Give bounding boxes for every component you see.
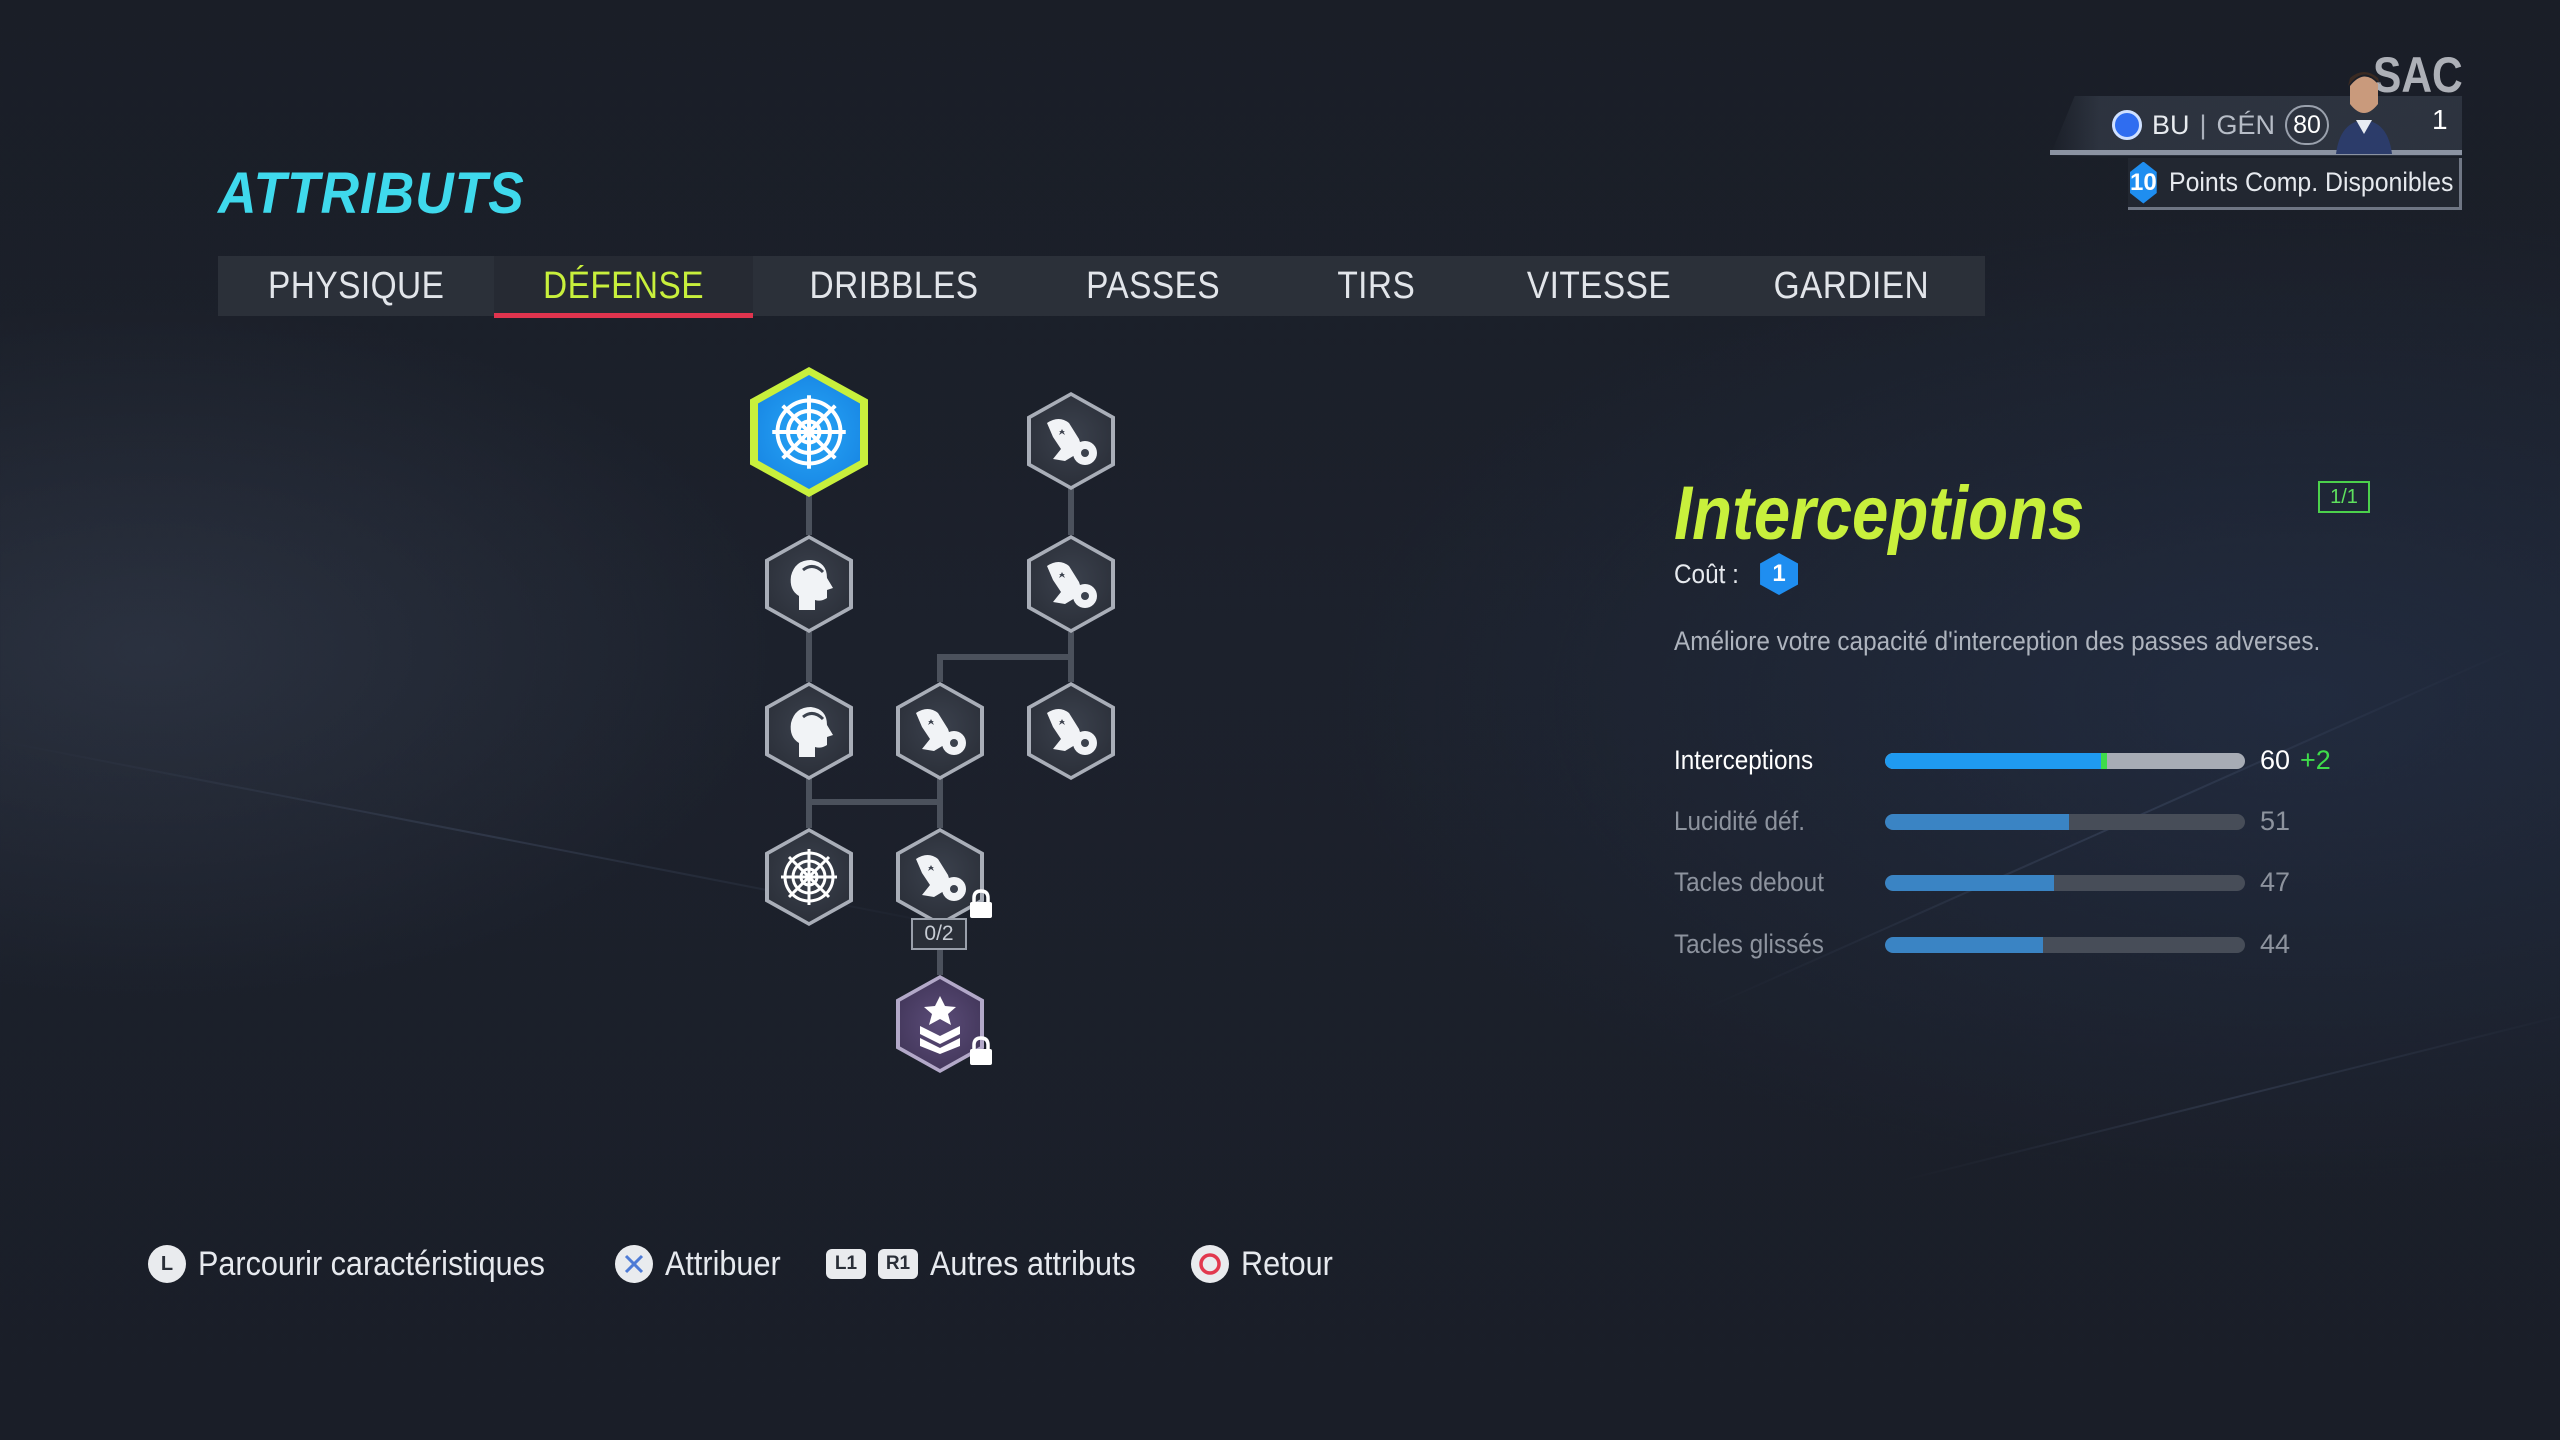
padlock-icon (970, 1036, 992, 1065)
stat-value: 60 (2260, 745, 2291, 775)
skill-node-interceptions[interactable] (750, 367, 868, 497)
hint-label: Parcourir caractéristiques (198, 1244, 545, 1283)
slide-tackle-icon (1047, 562, 1097, 608)
cross-button-icon (615, 1245, 654, 1283)
stat-value: 51 (2260, 806, 2291, 836)
player-avatar (2336, 72, 2392, 154)
page-title: ATTRIBUTS (218, 161, 525, 226)
tab-vitesse[interactable]: VITESSE (1526, 264, 1671, 307)
controller-hints: L Parcourir caractéristiques Attribuer L… (148, 1241, 1375, 1287)
head-profile-icon (790, 707, 833, 757)
separator: | (2199, 109, 2207, 140)
tab-tirs[interactable]: TIRS (1337, 264, 1415, 307)
skill-cost: Coût : 1 (1674, 553, 1799, 595)
stat-bar-fill (1885, 875, 2055, 891)
slide-tackle-icon (1047, 419, 1097, 465)
circle-button-icon (1190, 1245, 1229, 1283)
background-streak (1899, 1010, 2560, 1182)
slide-tackle-icon (916, 709, 966, 755)
tab-gardien[interactable]: GARDIEN (1773, 264, 1929, 307)
stat-bar (1885, 937, 2245, 953)
hint-assign[interactable]: Attribuer (615, 1245, 794, 1284)
hint-label: Retour (1240, 1244, 1333, 1283)
stat-bar (1885, 753, 2245, 769)
rating-label: GÉN (2216, 109, 2276, 140)
stat-row-sliding-tackle: Tacles glissés 44 (1674, 924, 2434, 964)
rating-badge: 80 (2285, 105, 2330, 145)
player-count: 1 (2432, 104, 2448, 135)
skill-node-defense-awareness-1[interactable] (765, 535, 853, 633)
left-stick-button: L (148, 1245, 186, 1283)
stat-bar-fill (1885, 937, 2044, 953)
points-label: Points Comp. Disponibles (2168, 167, 2454, 197)
skill-node-interceptions-2[interactable] (765, 828, 853, 926)
preferred-position: BU (2152, 109, 2190, 140)
stat-name: Interceptions (1674, 744, 1814, 775)
skill-points-available: 10 Points Comp. Disponibles (2128, 158, 2462, 210)
stat-row-interceptions: Interceptions 60 +2 (1674, 740, 2434, 780)
head-profile-icon (790, 560, 833, 610)
cost-badge: 1 (1760, 553, 1799, 595)
stat-row-def-awareness: Lucidité déf. 51 (1674, 801, 2434, 841)
stat-name: Lucidité déf. (1674, 805, 1806, 836)
cost-label: Coût : (1674, 558, 1739, 589)
skill-node-tackle-3[interactable] (1027, 682, 1115, 780)
stat-bar-fill (1885, 814, 2069, 830)
spider-web-icon (772, 395, 846, 469)
hint-back[interactable]: Retour (1190, 1244, 1343, 1284)
stat-name: Tacles glissés (1674, 928, 1824, 959)
stat-bar (1885, 875, 2245, 891)
tab-defense[interactable]: DÉFENSE (494, 256, 753, 318)
points-badge: 10 (2130, 161, 2157, 204)
rank-chevrons-star-icon (920, 996, 960, 1054)
slide-tackle-icon (916, 855, 966, 901)
stat-bonus: +2 (2300, 745, 2331, 775)
stat-row-standing-tackle: Tacles debout 47 (1674, 862, 2434, 902)
r1-button: R1 (877, 1249, 918, 1279)
slide-tackle-icon (1047, 709, 1097, 755)
stat-value: 47 (2260, 867, 2291, 897)
hint-label: Autres attributs (929, 1244, 1136, 1283)
profile-divider (2050, 150, 2462, 155)
hint-browse[interactable]: L Parcourir caractéristiques (148, 1245, 583, 1284)
attribute-tabs: PHYSIQUE DÉFENSE DRIBBLES PASSES TIRS VI… (218, 256, 1985, 318)
skill-node-tackle-1[interactable] (896, 682, 984, 780)
selected-skill-name: Interceptions (1674, 471, 2085, 556)
player-position: SAC (2373, 47, 2463, 103)
skill-progress-counter: 0/2 (911, 918, 967, 950)
stat-bar (1885, 814, 2245, 830)
club-crest-icon (2112, 110, 2142, 140)
player-summary: BU | GÉN 80 (2112, 100, 2330, 150)
spider-web-icon (781, 849, 837, 905)
padlock-icon (970, 889, 992, 918)
tab-physique[interactable]: PHYSIQUE (267, 264, 445, 307)
tab-dribbles[interactable]: DRIBBLES (809, 264, 979, 307)
stat-bar-fill (1885, 753, 2101, 769)
l1-button: L1 (825, 1249, 866, 1279)
skill-description: Améliore votre capacité d'interception d… (1674, 626, 2321, 656)
stat-value: 44 (2260, 929, 2291, 959)
skill-node-defense-awareness-2[interactable] (765, 682, 853, 780)
skill-node-tackle-top[interactable] (1027, 392, 1115, 490)
stat-name: Tacles debout (1674, 866, 1824, 897)
page-indicator: 1/1 (2318, 481, 2370, 513)
tab-passes[interactable]: PASSES (1086, 264, 1221, 307)
hint-other-attributes[interactable]: L1 R1 Autres attributs (825, 1244, 1159, 1284)
stat-gain-marker (2101, 753, 2107, 769)
hint-label: Attribuer (665, 1244, 782, 1283)
skill-node-tackle-2[interactable] (1027, 535, 1115, 633)
